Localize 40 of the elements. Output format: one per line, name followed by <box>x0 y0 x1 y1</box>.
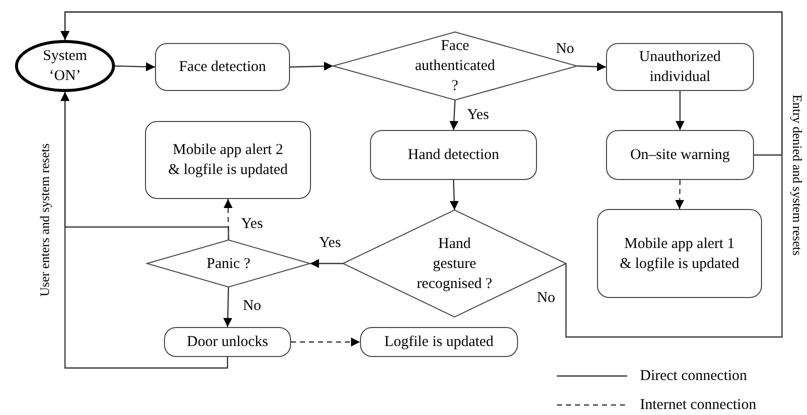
decision-label: Face authenticated ? <box>414 37 496 96</box>
arrow <box>60 92 230 240</box>
process-label: Mobile app alert 2 & logfile is updated <box>167 141 289 180</box>
arrow <box>60 11 783 338</box>
process-label: Door unlocks <box>186 333 268 352</box>
legend-label: Internet connection <box>640 396 756 414</box>
process-box <box>360 327 518 357</box>
process-box <box>145 121 311 199</box>
process-box <box>597 209 762 298</box>
process-label: Hand detection <box>408 146 500 165</box>
dashed-arrow <box>291 338 360 346</box>
edge-label: User enters and system resets <box>37 141 53 299</box>
process-box <box>370 130 537 180</box>
decision-label: Panic ? <box>206 254 250 274</box>
process-box <box>606 130 754 180</box>
decision-diamond <box>333 32 577 100</box>
process-box <box>164 327 291 357</box>
process-label: Logfile is updated <box>384 333 494 352</box>
process-label: On–site warning <box>630 146 730 165</box>
arrow <box>290 62 334 71</box>
process-label: Unauthorized individual <box>638 48 722 87</box>
dashed-arrow <box>675 180 684 210</box>
process-label: Face detection <box>178 58 266 77</box>
arrow <box>310 259 343 268</box>
arrow <box>114 62 156 72</box>
edge-label: Entry denied and system resets <box>789 92 805 258</box>
arrow <box>223 286 232 328</box>
decision-diamond <box>343 210 566 317</box>
terminal-label: System ‘ON’ <box>42 47 88 86</box>
legend-label: Direct connection <box>640 367 748 385</box>
decision-label: Hand gesture recognised ? <box>416 234 494 294</box>
process-label: Mobile app alert 1 & logfile is updated <box>618 234 740 274</box>
arrow <box>449 100 458 130</box>
decision-diamond <box>147 240 310 287</box>
arrow <box>676 91 684 130</box>
arrow <box>450 180 459 210</box>
process-box <box>155 43 290 91</box>
start-ellipse <box>15 40 115 92</box>
process-box <box>606 43 754 91</box>
arrow <box>576 62 606 72</box>
